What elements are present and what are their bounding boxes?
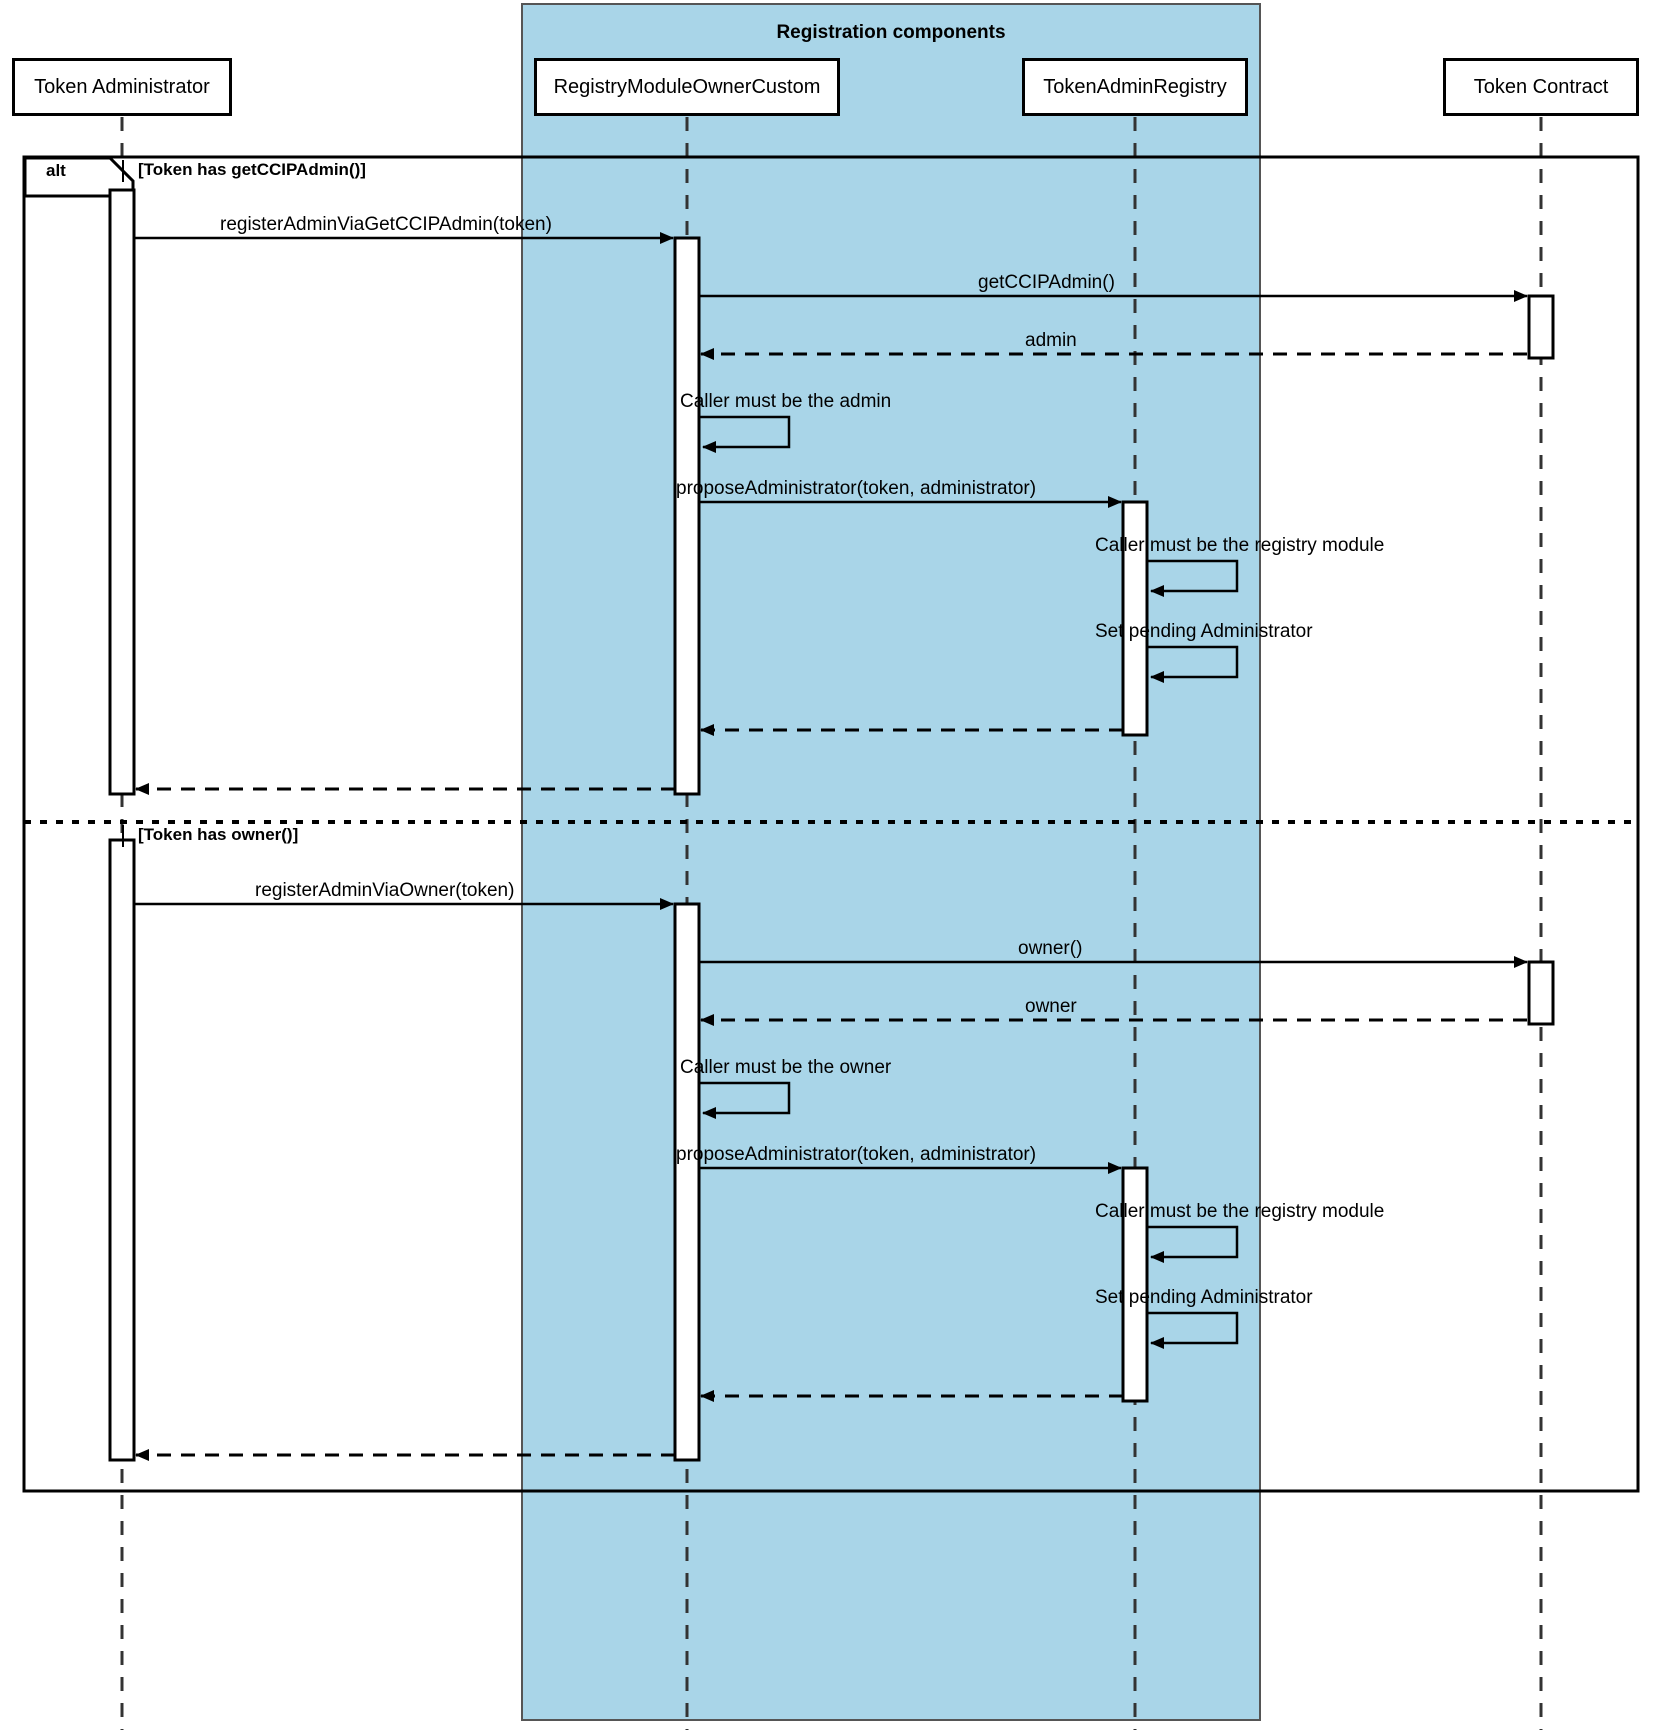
message-label-propose-administrator-2: proposeAdministrator(token, administrato… [676,1144,1037,1165]
group-title: Registration components [776,22,1006,43]
participant-label: RegistryModuleOwnerCustom [553,75,821,98]
message-label-set-pending-administrator-1: Set pending Administrator [1095,621,1313,642]
participant-token-admin-registry[interactable]: TokenAdminRegistry [1022,58,1248,116]
message-label-register-admin-via-getccipadmin: registerAdminViaGetCCIPAdmin(token) [220,214,552,235]
fragment-guard-1: [Token has getCCIPAdmin()] [122,160,366,182]
fragment-operator-label: alt [46,161,66,180]
participant-label: Token Administrator [34,75,210,98]
messages-section-1 [134,232,1528,795]
activation-bars [108,188,1555,1462]
message-label-owner-return: owner [1025,996,1077,1017]
message-label-set-pending-administrator-2: Set pending Administrator [1095,1287,1313,1308]
message-label-propose-administrator-1: proposeAdministrator(token, administrato… [676,478,1037,499]
messages-section-2 [134,898,1528,1461]
message-label-caller-must-be-admin: Caller must be the admin [680,391,892,412]
participant-token-administrator[interactable]: Token Administrator [12,58,232,116]
fragment-guard-2: [Token has owner()] [122,825,298,847]
message-label-getccipadmin: getCCIPAdmin() [978,272,1115,293]
message-label-caller-must-be-registry-module-2: Caller must be the registry module [1095,1201,1385,1222]
participant-label: Token Contract [1473,75,1609,98]
message-label-admin-return: admin [1025,330,1077,351]
participant-token-contract[interactable]: Token Contract [1443,58,1639,116]
message-label-caller-must-be-owner: Caller must be the owner [680,1057,892,1078]
group-registration-components [521,3,1261,1721]
message-label-caller-must-be-registry-module-1: Caller must be the registry module [1095,535,1385,556]
participant-registry-module-owner-custom[interactable]: RegistryModuleOwnerCustom [534,58,840,116]
alt-fragment-frame [22,155,1640,1493]
participant-label: TokenAdminRegistry [1043,75,1227,98]
message-label-owner-call: owner() [1018,938,1083,959]
message-label-register-admin-via-owner: registerAdminViaOwner(token) [255,880,515,901]
